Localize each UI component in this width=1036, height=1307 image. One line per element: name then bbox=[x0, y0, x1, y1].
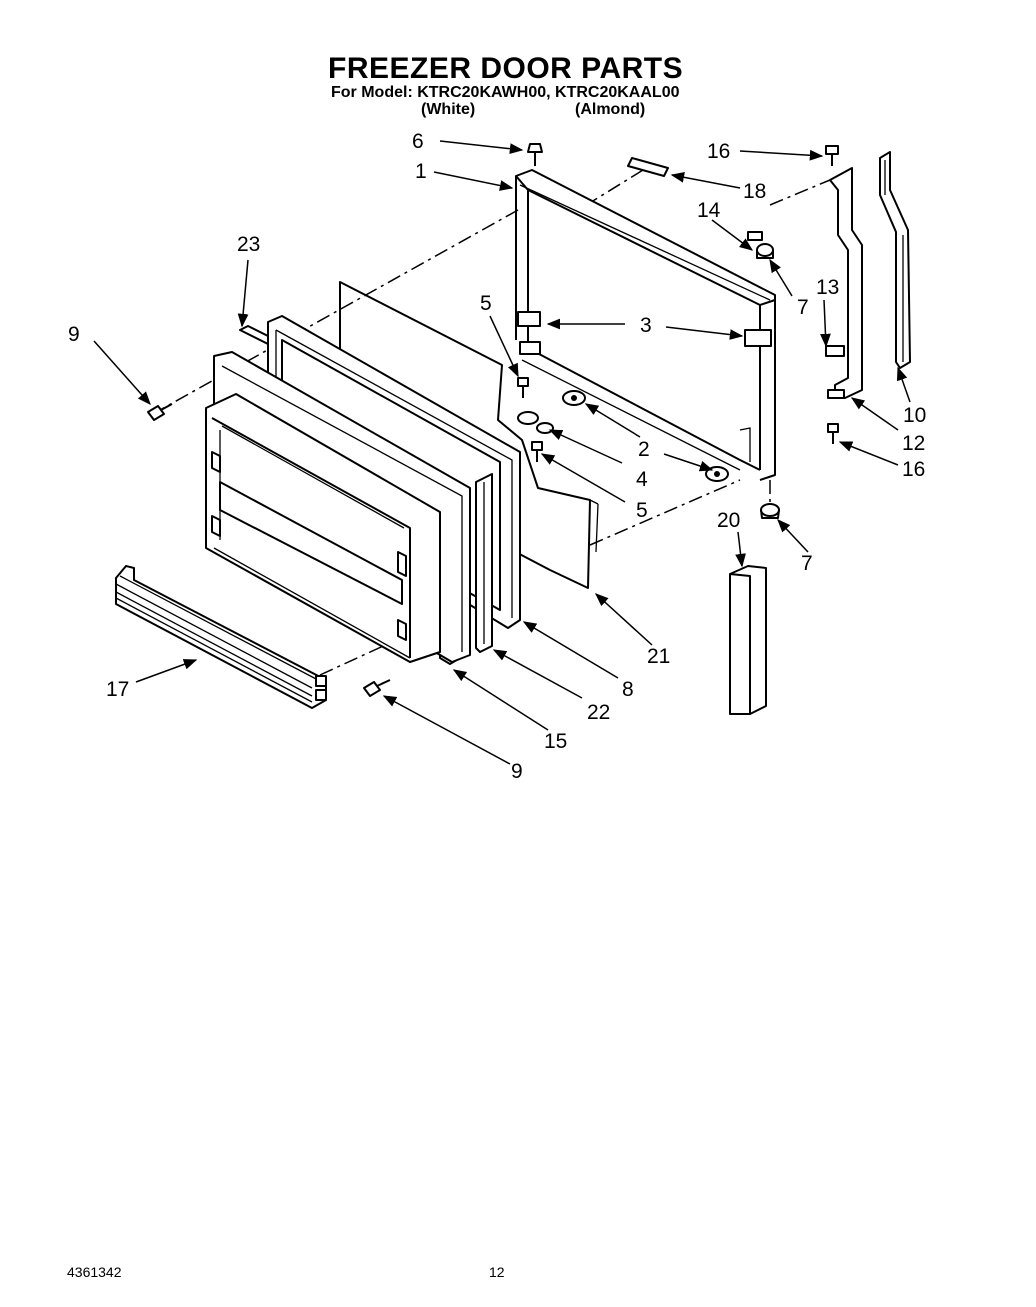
callout-7-top: 7 bbox=[797, 296, 809, 319]
part-17-kick-plate bbox=[115, 565, 327, 709]
document-number: 4361342 bbox=[67, 1264, 122, 1280]
callout-4: 4 bbox=[636, 468, 648, 491]
callout-17: 17 bbox=[106, 678, 129, 701]
callout-6: 6 bbox=[412, 130, 424, 153]
model-line: For Model: KTRC20KAWH00, KTRC20KAAL00 bbox=[331, 84, 680, 101]
hardware bbox=[147, 143, 839, 697]
part-13-hinge-bracket bbox=[825, 167, 863, 399]
part-20-handle-filler bbox=[729, 565, 767, 715]
part-10-handle-trim bbox=[879, 151, 911, 369]
callout-9-bottom: 9 bbox=[511, 760, 523, 783]
part-1-inner-door-panel bbox=[515, 169, 776, 481]
variant-almond-label: (Almond) bbox=[575, 101, 646, 118]
part-9-screw-bottom bbox=[363, 679, 391, 697]
part-5-screw-bottom bbox=[531, 441, 543, 462]
leader-lines bbox=[93, 140, 911, 765]
part-6-screw bbox=[527, 143, 543, 166]
door-liner bbox=[205, 393, 441, 663]
callout-5-bottom: 5 bbox=[636, 499, 648, 522]
callout-15: 15 bbox=[544, 730, 567, 753]
page-title: FREEZER DOOR PARTS bbox=[328, 52, 684, 85]
part-7-plug-bottom bbox=[760, 503, 780, 519]
callout-21: 21 bbox=[647, 645, 670, 668]
callouts: 6 1 18 16 14 23 7 13 5 3 9 10 2 12 16 4 … bbox=[68, 130, 926, 783]
callout-13: 13 bbox=[816, 276, 839, 299]
part-5-screw-top bbox=[517, 377, 529, 398]
part-22-trim bbox=[475, 473, 493, 653]
callout-7-bottom: 7 bbox=[801, 552, 813, 575]
callout-3: 3 bbox=[640, 314, 652, 337]
part-7-plug-top bbox=[756, 243, 774, 259]
callout-5-top: 5 bbox=[480, 292, 492, 315]
part-2-stop-left bbox=[562, 390, 586, 406]
callout-1: 1 bbox=[415, 160, 427, 183]
variant-white-label: (White) bbox=[421, 101, 476, 118]
callout-16-bottom: 16 bbox=[902, 458, 925, 481]
callout-20: 20 bbox=[717, 509, 740, 532]
callout-9-left: 9 bbox=[68, 323, 80, 346]
callout-12: 12 bbox=[902, 432, 925, 455]
callout-14: 14 bbox=[697, 199, 721, 222]
part-16-top-screw bbox=[825, 145, 839, 166]
part-16-bottom-screw bbox=[827, 423, 839, 444]
part-4-washer bbox=[517, 411, 554, 434]
part-9-screw-left bbox=[147, 403, 173, 421]
callout-18: 18 bbox=[743, 180, 766, 203]
page-number: 12 bbox=[489, 1264, 505, 1280]
callout-23: 23 bbox=[237, 233, 260, 256]
callout-2: 2 bbox=[638, 438, 650, 461]
part-14-clip bbox=[747, 231, 763, 241]
part-18-label bbox=[627, 157, 669, 177]
callout-10: 10 bbox=[903, 404, 926, 427]
callout-8: 8 bbox=[622, 678, 634, 701]
callout-22: 22 bbox=[587, 701, 610, 724]
callout-16-top: 16 bbox=[707, 140, 730, 163]
